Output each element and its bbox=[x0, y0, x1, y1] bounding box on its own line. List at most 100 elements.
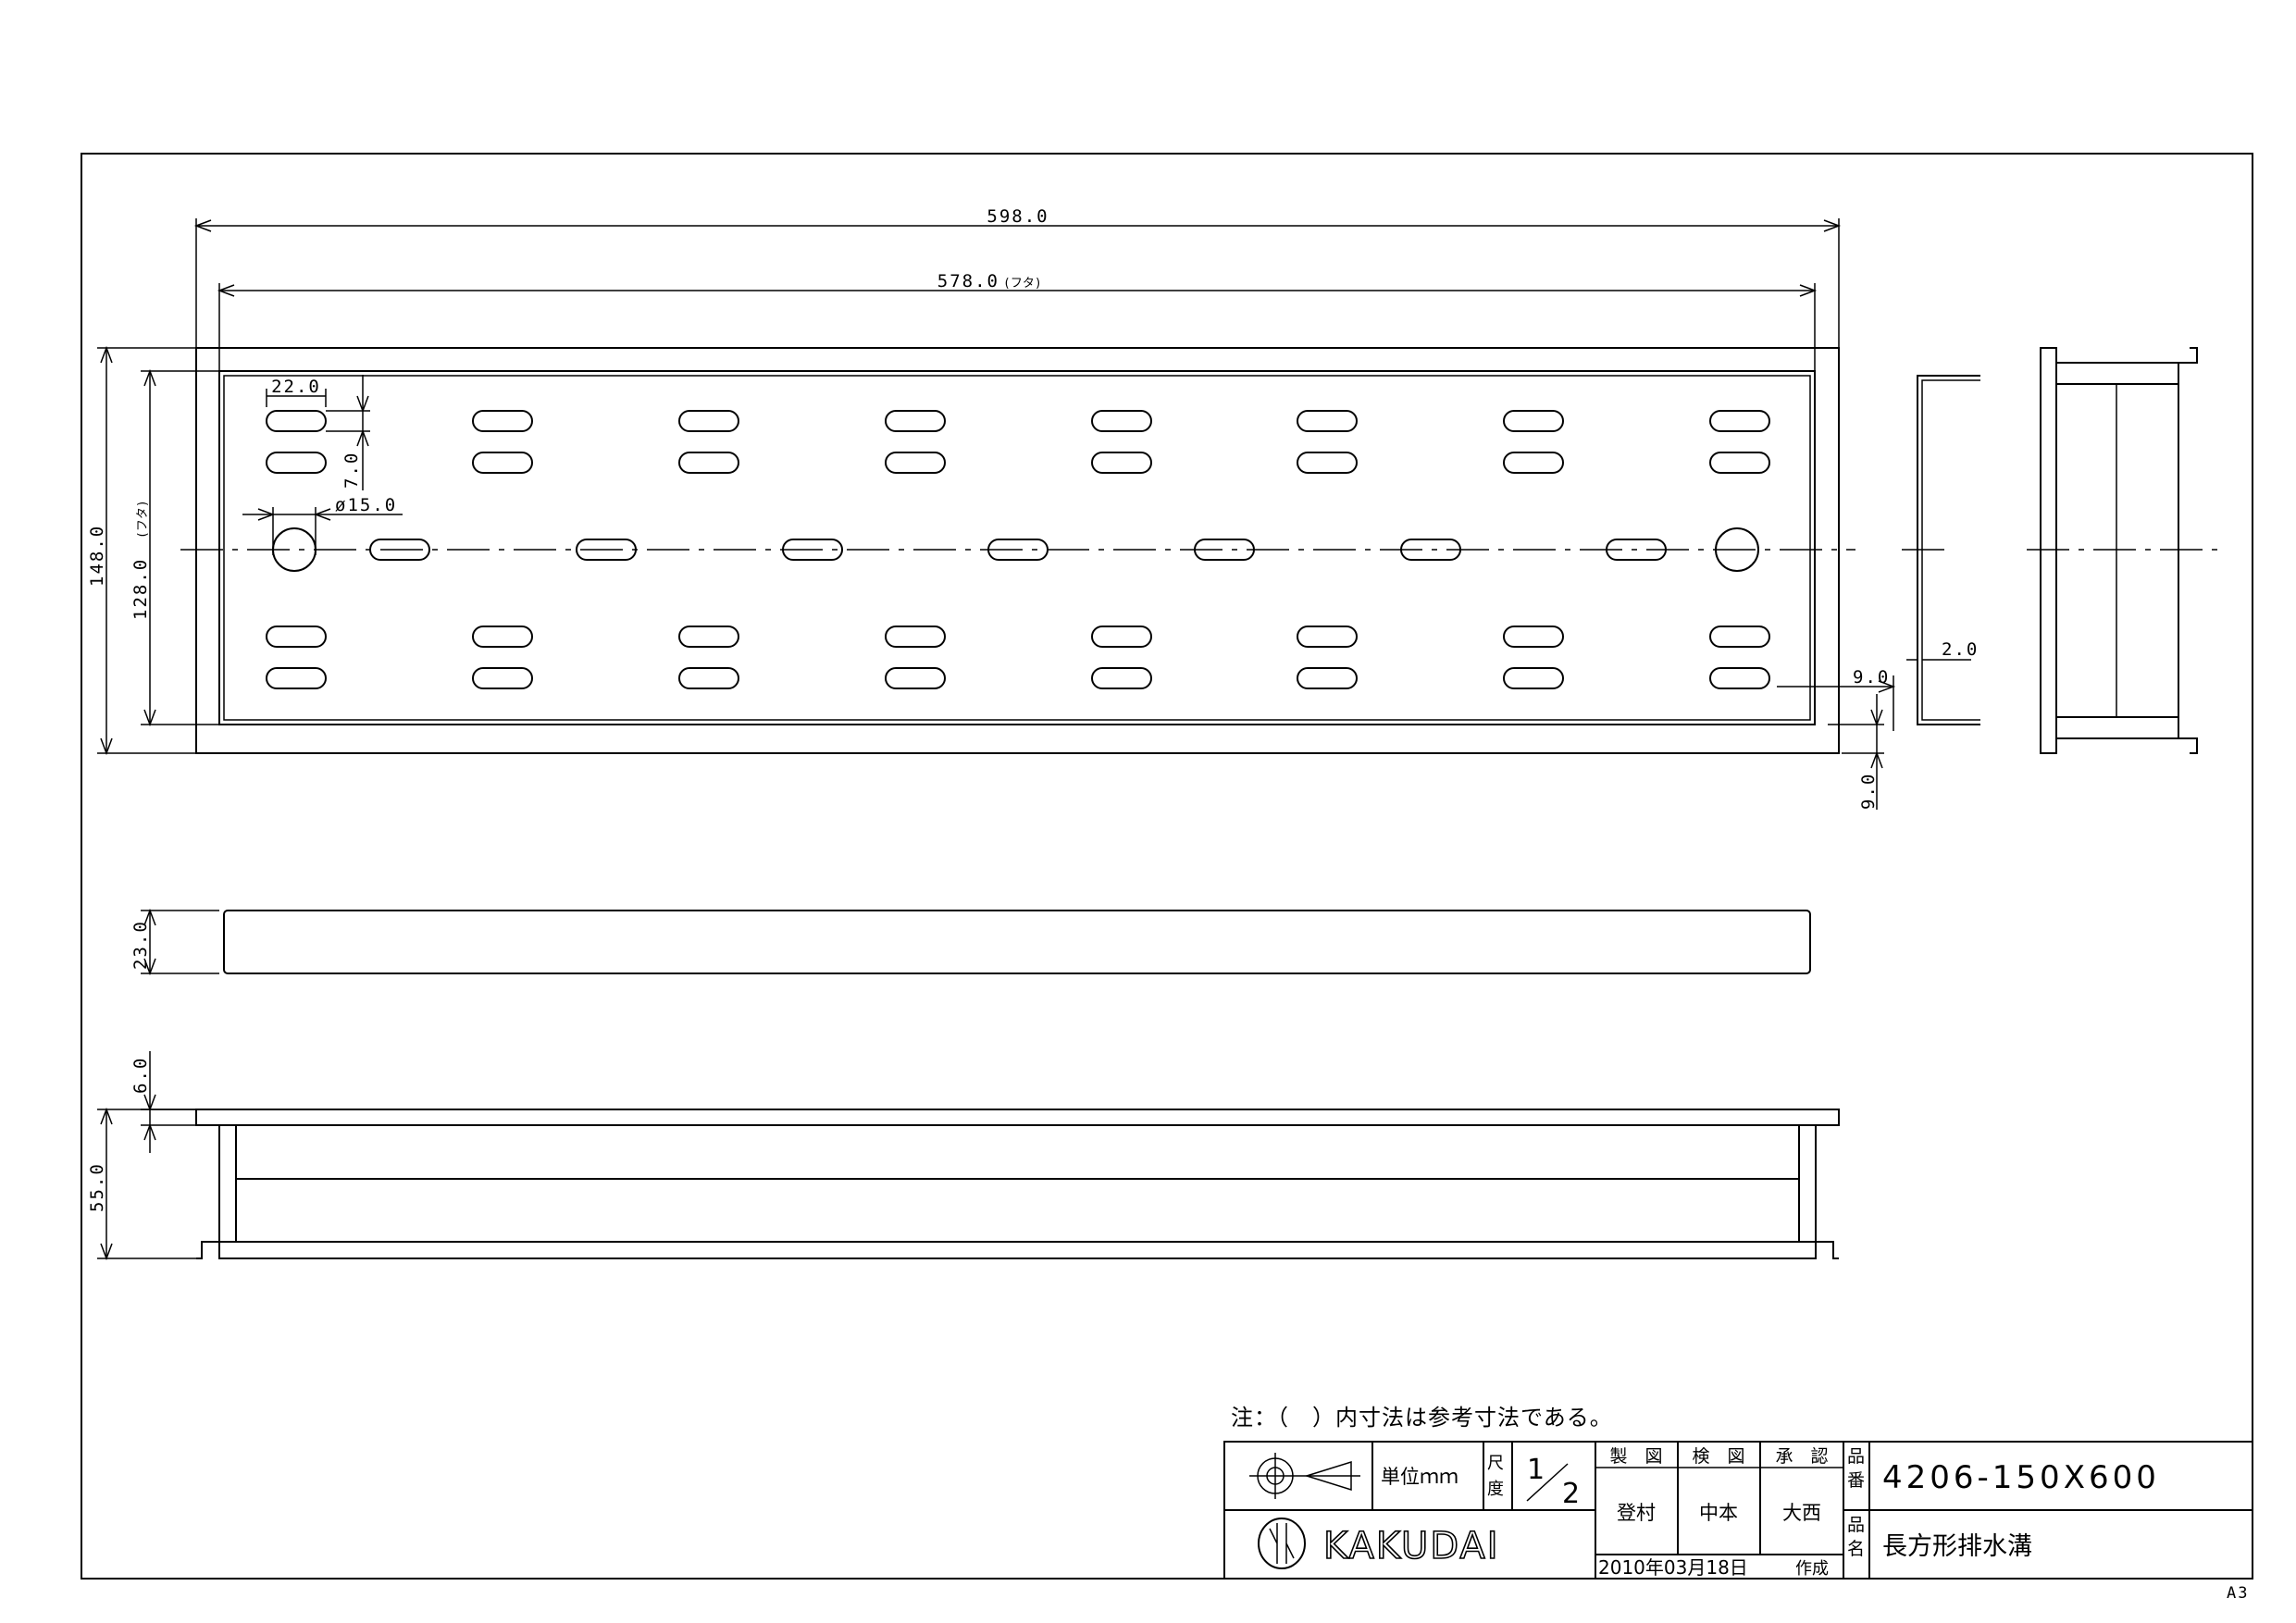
dim-7: 7.0 bbox=[326, 375, 370, 490]
slot bbox=[266, 667, 327, 689]
center-slot bbox=[1194, 539, 1255, 561]
dim-128-label: 128.0 bbox=[130, 558, 151, 620]
slot bbox=[1297, 626, 1358, 648]
person-made: 登村 bbox=[1617, 1502, 1656, 1524]
scale-slash bbox=[1526, 1463, 1569, 1502]
body-front-view bbox=[195, 1109, 1840, 1259]
hole-right bbox=[1715, 527, 1759, 572]
slot bbox=[1503, 667, 1564, 689]
dim-128: 128.0 (フタ) bbox=[130, 368, 219, 727]
logo-text: KAKUDAI bbox=[1323, 1525, 1500, 1567]
slot bbox=[885, 667, 946, 689]
slot bbox=[1709, 410, 1770, 432]
slot bbox=[1297, 452, 1358, 474]
part-number: 4206-150X600 bbox=[1882, 1459, 2160, 1496]
dim-dia15-label: ø15.0 bbox=[335, 495, 397, 515]
dim-128-suffix: (フタ) bbox=[136, 500, 150, 539]
slot bbox=[1503, 626, 1564, 648]
dim-55: 55.0 bbox=[87, 1107, 196, 1261]
dim-9-horizontal: 9.0 bbox=[1777, 667, 1896, 731]
slot bbox=[472, 410, 533, 432]
part-name: 長方形排水溝 bbox=[1882, 1532, 2032, 1561]
slot bbox=[1297, 667, 1358, 689]
slot bbox=[885, 626, 946, 648]
center-slot bbox=[576, 539, 637, 561]
dim-578-suffix: (フタ) bbox=[1003, 277, 1042, 291]
slot bbox=[678, 626, 739, 648]
scale-label-2: 度 bbox=[1487, 1480, 1504, 1499]
slot bbox=[885, 452, 946, 474]
center-slot bbox=[1606, 539, 1667, 561]
slot bbox=[472, 667, 533, 689]
scale-label-1: 尺 bbox=[1487, 1454, 1504, 1473]
dim-148: 148.0 bbox=[87, 345, 196, 756]
slot bbox=[1091, 667, 1152, 689]
dim-9v-label: 9.0 bbox=[1858, 773, 1879, 810]
role-check: 検 図 bbox=[1692, 1446, 1744, 1467]
dim-23: 23.0 bbox=[130, 908, 219, 976]
person-check: 中本 bbox=[1699, 1502, 1738, 1524]
slot-array bbox=[266, 410, 1770, 689]
role-approve: 承 認 bbox=[1775, 1446, 1828, 1467]
slot bbox=[1091, 452, 1152, 474]
slot bbox=[1091, 410, 1152, 432]
dim-2-label: 2.0 bbox=[1942, 639, 1979, 660]
outer-rim bbox=[195, 347, 1840, 754]
unit-label: 単位ｍｍ bbox=[1381, 1466, 1458, 1488]
slot bbox=[1503, 452, 1564, 474]
slot bbox=[472, 452, 533, 474]
lid-inner-outline bbox=[223, 375, 1811, 721]
scale-denominator: 2 bbox=[1562, 1478, 1580, 1510]
dim-578: 578.0 (フタ) bbox=[217, 271, 1818, 371]
dim-dia15: ø15.0 bbox=[242, 495, 403, 555]
dim-22: 22.0 bbox=[266, 377, 327, 407]
slot bbox=[266, 410, 327, 432]
dim-598-label: 598.0 bbox=[987, 206, 1049, 227]
third-angle-projection-icon bbox=[1249, 1453, 1360, 1499]
reference-note: 注：（ ）内寸法は参考寸法である。 bbox=[1231, 1405, 1613, 1431]
part-no-label-1: 品 bbox=[1847, 1446, 1865, 1467]
slot bbox=[1091, 626, 1152, 648]
dim-2: 2.0 bbox=[1906, 639, 1979, 661]
slot bbox=[1709, 452, 1770, 474]
dim-6-label: 6.0 bbox=[130, 1057, 151, 1094]
person-approve: 大西 bbox=[1782, 1502, 1821, 1524]
dim-148-label: 148.0 bbox=[87, 525, 107, 587]
slot bbox=[266, 626, 327, 648]
center-slot bbox=[987, 539, 1049, 561]
part-name-label-2: 名 bbox=[1847, 1539, 1865, 1559]
title-block: 単位ｍｍ 尺 度 1 2 製 図 検 図 承 認 登村 中本 大西 2010年0… bbox=[1223, 1441, 2253, 1580]
section-view-right bbox=[2027, 347, 2221, 754]
center-slot bbox=[369, 539, 430, 561]
slot bbox=[678, 667, 739, 689]
dim-9-vertical: 9.0 bbox=[1828, 694, 1884, 810]
slot bbox=[678, 410, 739, 432]
sheet-size: A3 bbox=[2227, 1584, 2249, 1603]
dim-55-label: 55.0 bbox=[87, 1162, 107, 1212]
section-view-left bbox=[1902, 375, 1980, 725]
dim-6: 6.0 bbox=[130, 1051, 196, 1153]
role-made: 製 図 bbox=[1609, 1446, 1662, 1467]
dim-7-label: 7.0 bbox=[341, 452, 362, 489]
slot bbox=[678, 452, 739, 474]
part-no-label-2: 番 bbox=[1847, 1470, 1865, 1491]
dim-22-label: 22.0 bbox=[271, 377, 321, 397]
slot bbox=[472, 626, 533, 648]
slot bbox=[885, 410, 946, 432]
dim-598: 598.0 bbox=[193, 206, 1842, 348]
drawing-frame bbox=[81, 153, 2253, 1580]
slot bbox=[266, 452, 327, 474]
slot bbox=[1503, 410, 1564, 432]
dim-23-label: 23.0 bbox=[130, 920, 151, 970]
slot bbox=[1709, 626, 1770, 648]
scale-numerator: 1 bbox=[1527, 1454, 1545, 1486]
part-name-label-1: 品 bbox=[1847, 1515, 1865, 1535]
lid-side-view bbox=[223, 910, 1811, 974]
center-slot bbox=[1400, 539, 1461, 561]
creation-suffix: 作成 bbox=[1795, 1559, 1829, 1579]
slot bbox=[1709, 667, 1770, 689]
lid-outline bbox=[218, 370, 1816, 725]
slot bbox=[1297, 410, 1358, 432]
dim-9h-label: 9.0 bbox=[1853, 667, 1890, 688]
